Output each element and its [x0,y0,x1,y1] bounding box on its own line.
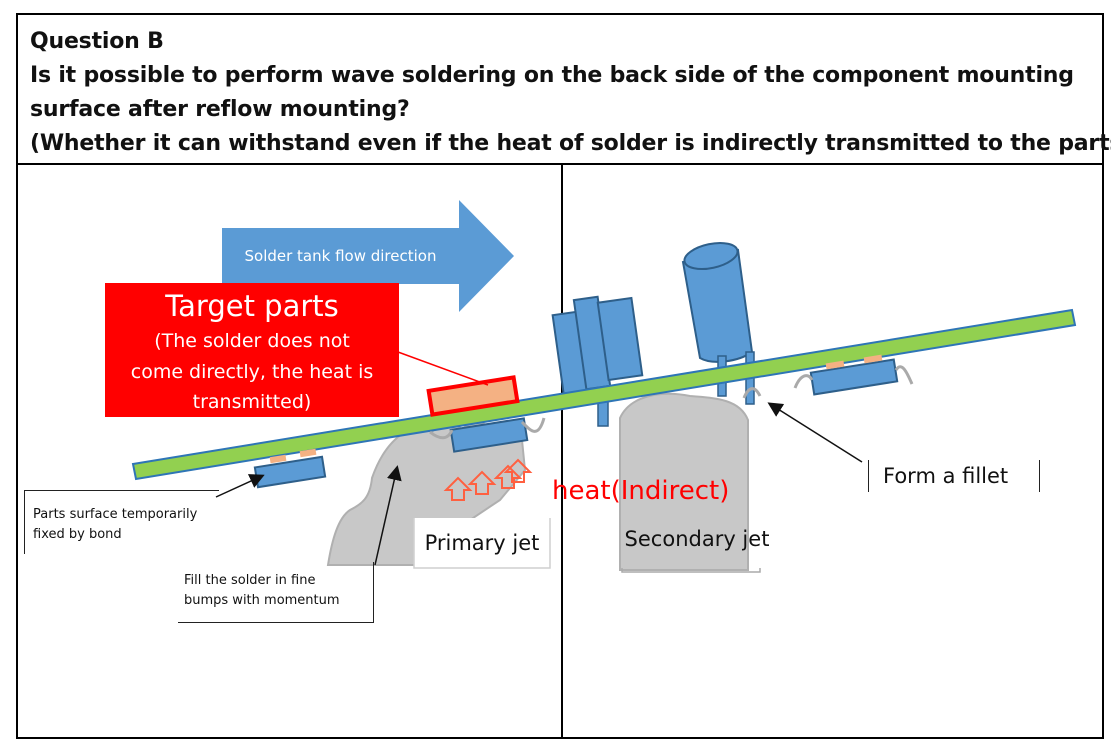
question-line-2: Is it possible to perform wave soldering… [30,63,1074,88]
fillet-leader-line [767,402,863,463]
target-leader-line [397,351,489,386]
through-hole-component [551,295,644,427]
primary-jet-box [413,518,551,569]
secondary-jet-wave [619,392,749,571]
fill-note: Fill the solder in fine bumps with momen… [178,562,374,623]
question-header: Question B Is it possible to perform wav… [18,15,1111,165]
target-parts-desc-2: come directly, the heat is [130,361,374,383]
bond-leader-line [215,474,265,498]
bond-note: Parts surface temporarily fixed by bond [24,490,219,554]
primary-jet-label: Primary jet [424,531,540,555]
question-title: Question B [30,29,164,54]
question-frame: Question B Is it possible to perform wav… [16,13,1111,739]
flow-direction-label: Solder tank flow direction [244,247,437,265]
secondary-jet-box [621,568,761,573]
bond-note-line-2: fixed by bond [33,527,122,542]
target-parts-title: Target parts [165,289,339,323]
vertical-divider [561,163,563,737]
secondary-jet-label: Secondary jet [624,527,770,551]
heat-arrows [443,458,533,501]
fill-note-line-2: bumps with momentum [184,593,340,608]
pcb-board [131,308,1077,481]
question-line-3: surface after reflow mounting? [30,97,410,122]
target-parts-callout: Target parts (The solder does not come d… [105,283,399,417]
target-parts-desc-3: transmitted) [192,391,312,413]
fill-note-line-1: Fill the solder in fine [184,573,316,588]
target-part [426,375,520,417]
form-fillet-label: Form a fillet [868,460,1040,492]
bond-note-line-1: Parts surface temporarily [33,507,198,522]
question-line-4: (Whether it can withstand even if the he… [30,131,1111,156]
heat-indirect-label: heat(Indirect) [552,476,730,506]
target-parts-desc-1: (The solder does not [154,330,350,352]
fill-leader-line [374,465,402,566]
solder-fillets [429,365,914,440]
